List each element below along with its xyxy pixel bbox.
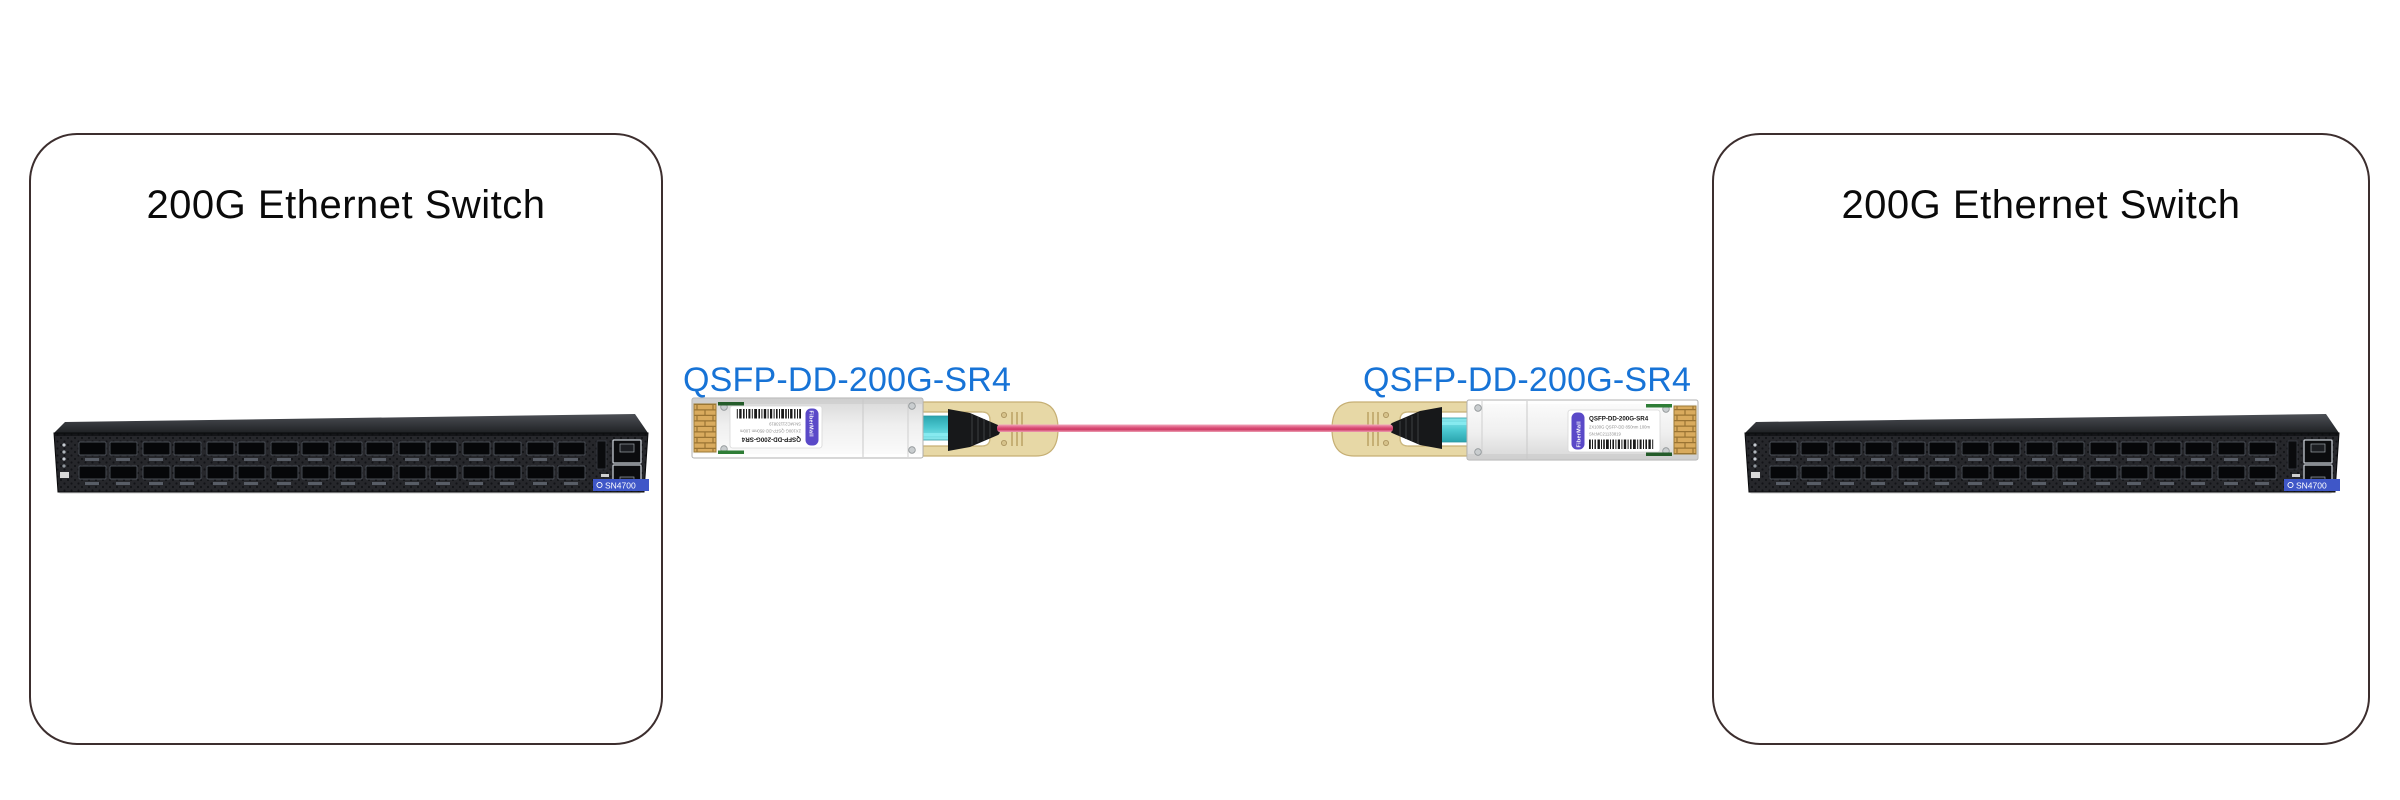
left-switch-panel: 200G Ethernet Switch — [29, 133, 663, 745]
fiber-cable — [997, 424, 1393, 432]
left-qsfp-dd-transceiver — [691, 397, 1059, 459]
right-qsfp-dd-transceiver — [1331, 399, 1699, 461]
right-switch-title: 200G Ethernet Switch — [1841, 183, 2241, 227]
left-transceiver-heading: QSFP-DD-200G-SR4 — [683, 361, 1012, 399]
right-switch-panel: 200G Ethernet Switch — [1712, 133, 2370, 745]
left-switch-title: 200G Ethernet Switch — [146, 183, 546, 227]
right-transceiver-heading: QSFP-DD-200G-SR4 — [1363, 361, 1692, 399]
